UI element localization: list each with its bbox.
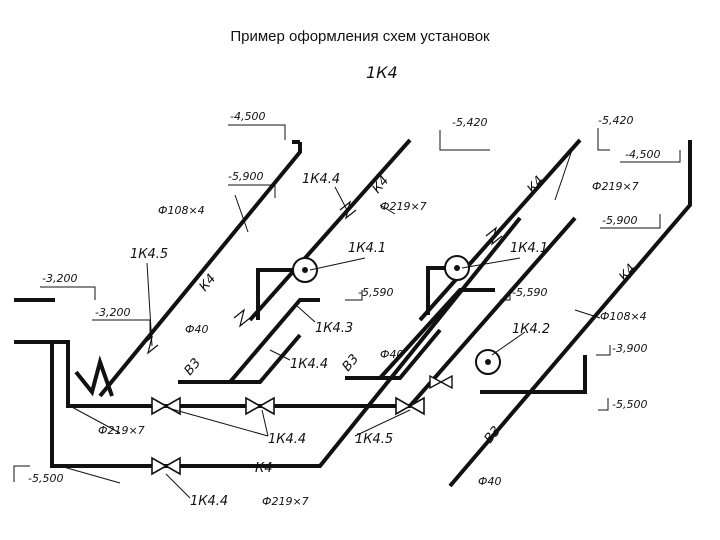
check-mark-b	[485, 226, 503, 246]
node-1k44-low: 1К4.4	[268, 432, 306, 447]
pipe-zigzag-left	[74, 355, 114, 397]
pipe-pump-a-branch	[256, 268, 298, 320]
elev-5420-a: -5,420	[452, 116, 487, 129]
line-k4-bottom: К4	[255, 461, 273, 476]
node-1k45-low: 1К4.5	[355, 432, 393, 447]
node-1k41-a: 1К4.1	[348, 241, 386, 256]
pipe-pump-b-branch	[426, 266, 450, 315]
line-k4-top-a: К4	[370, 174, 393, 197]
dia-219-right: Ф219×7	[592, 180, 639, 193]
line-v3-mid: В3	[340, 352, 363, 375]
dia-219-top: Ф219×7	[380, 200, 427, 213]
elev-5500-left: -5,500	[28, 472, 63, 485]
dia-40-mid: Ф40	[380, 348, 403, 361]
line-k4-right: К4	[617, 262, 640, 285]
elev-3200-b: -3,200	[95, 306, 130, 319]
pipe-v3-left-riser	[228, 298, 320, 384]
elev-5900-b: -5,900	[602, 214, 637, 227]
dia-219-left: Ф219×7	[98, 424, 145, 437]
dia-40-bottom: Ф40	[478, 475, 501, 488]
elev-5590-b: -5,590	[512, 286, 547, 299]
page-title: Пример оформления схем установок	[230, 28, 490, 45]
callout-leaders	[59, 149, 601, 499]
pipe-k4-left-riser	[98, 142, 302, 398]
node-1k44-bottom: 1К4.4	[190, 494, 228, 509]
line-k4-top-b: К4	[525, 174, 548, 197]
pipe-v3-mid-riser	[378, 288, 495, 380]
elev-4500-a: -4,500	[230, 110, 265, 123]
node-1k44-mid: 1К4.4	[290, 357, 328, 372]
valve-main-3	[395, 396, 425, 416]
dia-108-left: Ф108×4	[158, 204, 205, 217]
pump-1k42-center	[485, 359, 491, 365]
line-v3-left: В3	[182, 356, 205, 379]
node-1k43: 1К4.3	[315, 321, 353, 336]
valve-main-1	[151, 396, 181, 416]
pipe-v3-mid	[345, 328, 442, 380]
elev-4500-b: -4,500	[625, 148, 660, 161]
pipe-right-return	[480, 355, 587, 394]
dia-219-bottom: Ф219×7	[262, 495, 309, 508]
pipe-k4-upper-a	[248, 138, 412, 322]
elev-3200-a: -3,200	[42, 272, 77, 285]
pipe-k4-upper-b	[418, 138, 582, 322]
pipe-k4-lower-branch	[50, 216, 522, 468]
dia-40-left: Ф40	[185, 323, 208, 336]
valve-pump-1k42	[429, 374, 453, 390]
dia-108-right: Ф108×4	[600, 310, 647, 323]
pump-1k41-b-center	[454, 265, 460, 271]
elev-5900-a: -5,900	[228, 170, 263, 183]
valve-main-2	[245, 396, 275, 416]
elevation-leaders	[13, 124, 681, 482]
system-label: 1К4	[366, 63, 398, 82]
elev-5500-right: -5,500	[612, 398, 647, 411]
pump-1k41-a-center	[302, 267, 308, 273]
check-mark-d	[141, 335, 159, 355]
node-1k44-top: 1К4.4	[302, 172, 340, 187]
elev-5420-b: -5,420	[598, 114, 633, 127]
node-1k45-left: 1К4.5	[130, 247, 168, 262]
check-mark-c	[233, 308, 251, 328]
pipe-v3-left	[178, 333, 302, 384]
node-1k41-b: 1К4.1	[510, 241, 548, 256]
elev-3900: -3,900	[612, 342, 647, 355]
valve-lower	[151, 456, 181, 476]
elev-5590-a: -5,590	[358, 286, 393, 299]
node-1k42: 1К4.2	[512, 322, 550, 337]
